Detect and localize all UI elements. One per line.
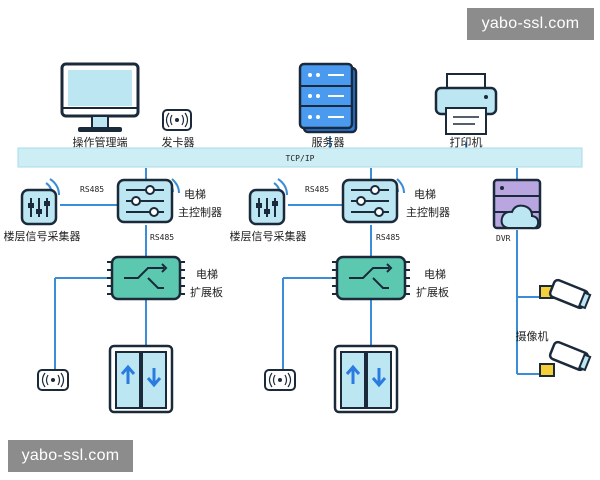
left-controller-label-1: 电梯 xyxy=(184,188,206,201)
right-rs485-b-label: RS485 xyxy=(376,233,400,242)
elevator-expansion-board-icon xyxy=(107,255,185,301)
left-rs485-b-label: RS485 xyxy=(150,233,174,242)
floor-signal-collector-icon xyxy=(20,178,60,226)
left-expansion-label-2: 扩展板 xyxy=(190,285,223,299)
card-issuer-label: 发卡器 xyxy=(162,135,195,149)
elevator-expansion-board-icon xyxy=(332,255,410,301)
left-controller-label-2: 主控制器 xyxy=(178,205,222,219)
server-icon xyxy=(298,62,358,134)
dvr-icon xyxy=(492,178,542,230)
left-floor-collector-label: 楼层信号采集器 xyxy=(4,229,81,243)
right-expansion-label-1: 电梯 xyxy=(424,268,446,281)
security-camera-icon xyxy=(539,278,592,310)
elevator-door-icon xyxy=(108,344,174,414)
connection-lines xyxy=(54,136,545,380)
card-reader-icon xyxy=(264,369,296,391)
elevator-main-controller-icon xyxy=(116,178,180,224)
elevator-main-controller-icon xyxy=(341,178,405,224)
workstation-label: 操作管理端 xyxy=(73,135,128,149)
elevator-door-icon xyxy=(333,344,399,414)
right-controller-label-1: 电梯 xyxy=(414,188,436,201)
workstation-monitor-icon xyxy=(60,62,140,132)
watermark-top: yabo-ssl.com xyxy=(467,8,594,40)
right-rs485-a-label: RS485 xyxy=(305,185,329,194)
left-rs485-a-label: RS485 xyxy=(80,185,104,194)
right-floor-collector-label: 楼层信号采集器 xyxy=(230,229,307,243)
left-expansion-label-1: 电梯 xyxy=(196,268,218,281)
camera-label: 摄像机 xyxy=(516,329,549,343)
right-controller-label-2: 主控制器 xyxy=(406,205,450,219)
card-reader-icon xyxy=(162,109,192,131)
bus-label: TCP/IP xyxy=(286,154,315,163)
right-expansion-label-2: 扩展板 xyxy=(416,285,449,299)
printer-label: 打印机 xyxy=(450,135,483,149)
dvr-label: DVR xyxy=(496,234,511,243)
printer-icon xyxy=(434,73,498,135)
card-reader-icon xyxy=(37,369,69,391)
tcp-ip-bus: TCP/IP xyxy=(17,147,583,168)
watermark-bottom: yabo-ssl.com xyxy=(8,440,133,472)
server-label: 服务器 xyxy=(312,136,345,149)
security-camera-icon xyxy=(539,340,592,377)
floor-signal-collector-icon xyxy=(248,178,288,226)
